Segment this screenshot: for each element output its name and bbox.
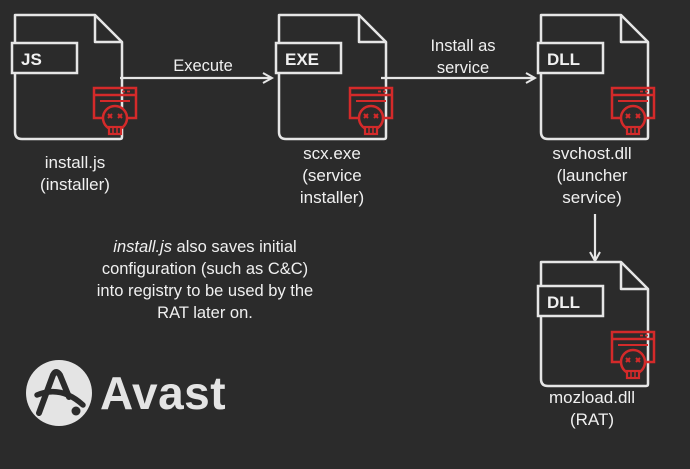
file-type-tag	[10, 41, 79, 75]
node-role: (RAT)	[569, 410, 615, 429]
node-label-scx-exe: scx.exe (service installer)	[272, 143, 392, 209]
node-svchost-dll: DLL	[536, 13, 656, 141]
file-icon	[539, 13, 650, 141]
edge-install-as-service: Install as service	[381, 37, 535, 78]
node-mozload-dll: DLL	[536, 260, 656, 388]
node-name: install.js	[44, 153, 106, 172]
node-label-svchost-dll: svchost.dll (launcher service)	[532, 143, 652, 209]
node-name: scx.exe	[303, 144, 361, 163]
avast-logo-icon	[26, 360, 92, 426]
node-install-js: JS	[10, 13, 138, 141]
file-icon	[277, 13, 388, 141]
file-type-tag	[536, 284, 605, 318]
file-type-label: EXE	[285, 50, 319, 69]
node-label-install-js: install.js (installer)	[15, 152, 135, 196]
note-text: also saves initial configuration (such a…	[96, 238, 314, 322]
node-name: svchost.dll	[552, 144, 632, 163]
note-emphasis: install.js	[113, 238, 172, 256]
node-scx-exe: EXE	[274, 13, 394, 141]
node-role-line2: service)	[562, 188, 622, 207]
node-role-line1: (service	[302, 166, 362, 185]
file-type-label: JS	[21, 50, 42, 69]
edge-execute: Execute	[120, 57, 272, 78]
skull-window-icon	[92, 86, 138, 136]
file-icon	[13, 13, 124, 141]
file-icon	[539, 260, 650, 388]
edge-label-install-line2: service	[437, 59, 489, 77]
file-type-tag	[536, 41, 605, 75]
edge-label-install-line1: Install as	[430, 37, 495, 55]
file-type-tag	[274, 41, 343, 75]
file-type-label: DLL	[547, 293, 580, 312]
avast-wordmark: Avast	[100, 367, 227, 419]
node-name: mozload.dll	[549, 388, 635, 407]
file-type-label: DLL	[547, 50, 580, 69]
registry-note: install.js also saves initial configurat…	[95, 236, 315, 324]
node-role-line1: (launcher	[556, 166, 628, 185]
node-role-line2: installer)	[299, 188, 365, 207]
edge-label-execute: Execute	[173, 57, 233, 75]
node-label-mozload-dll: mozload.dll (RAT)	[532, 387, 652, 431]
node-role: (installer)	[40, 175, 110, 194]
